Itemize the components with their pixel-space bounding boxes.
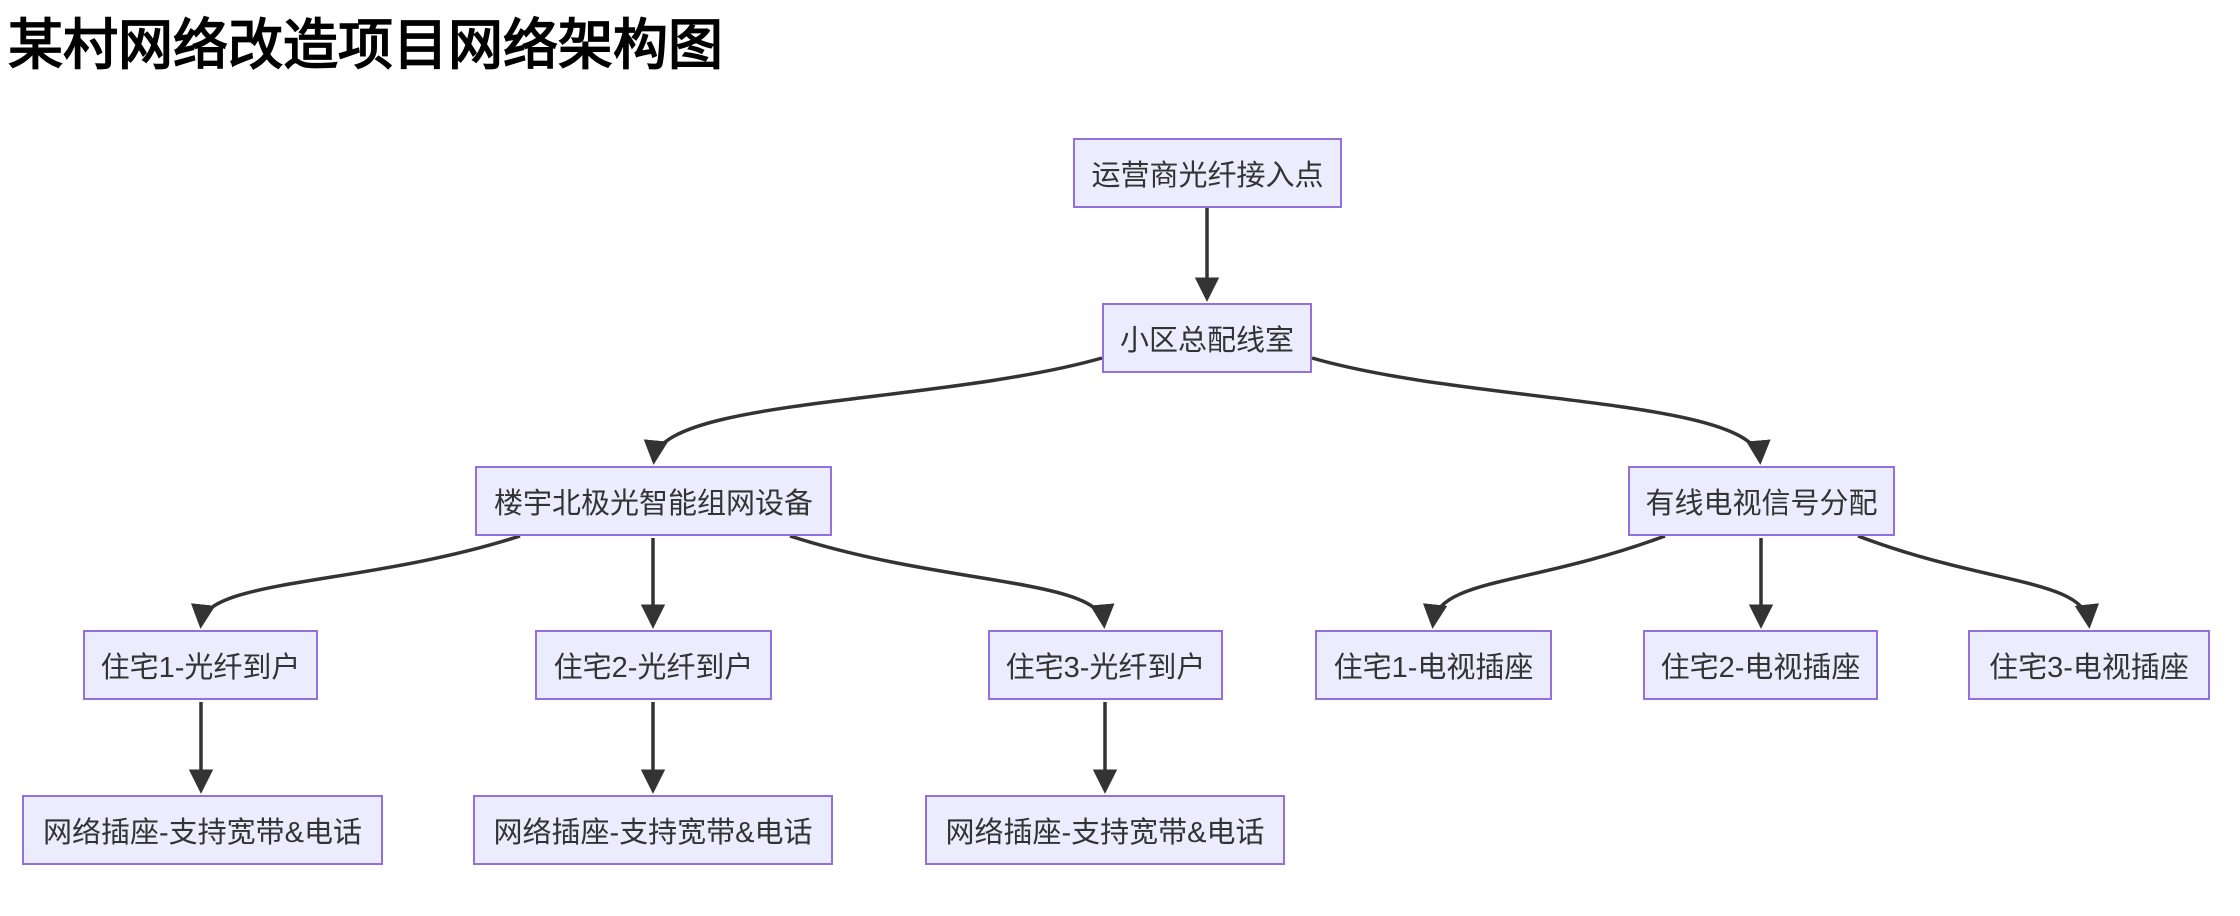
node-cable-tv-signal-distribution: 有线电视信号分配 — [1628, 466, 1895, 536]
edge-distribution-room-to-catv — [1311, 356, 1771, 465]
node-house2-ftth: 住宅2-光纤到户 — [535, 630, 772, 700]
diagram-title: 某村网络改造项目网络架构图 — [8, 14, 724, 76]
node-isp-fiber-access-point: 运营商光纤接入点 — [1073, 138, 1342, 208]
node-house1-tv-socket: 住宅1-电视插座 — [1315, 630, 1552, 700]
node-network-socket-house1: 网络插座-支持宽带&电话 — [22, 795, 383, 865]
node-network-socket-house2: 网络插座-支持宽带&电话 — [473, 795, 833, 865]
node-house1-ftth: 住宅1-光纤到户 — [83, 630, 318, 700]
edge-catv-to-house3-tv — [1857, 534, 2100, 629]
edge-building-device-to-house1-ftth — [191, 534, 521, 629]
node-community-main-distribution-room: 小区总配线室 — [1102, 303, 1312, 373]
edge-catv-to-house1-tv — [1422, 534, 1666, 629]
node-house2-tv-socket: 住宅2-电视插座 — [1643, 630, 1878, 700]
edge-building-device-to-house3-ftth — [789, 534, 1115, 629]
edge-distribution-room-to-building-device — [643, 356, 1103, 465]
node-building-aurora-networking-device: 楼宇北极光智能组网设备 — [475, 466, 832, 536]
node-house3-ftth: 住宅3-光纤到户 — [988, 630, 1223, 700]
node-house3-tv-socket: 住宅3-电视插座 — [1968, 630, 2210, 700]
node-network-socket-house3: 网络插座-支持宽带&电话 — [925, 795, 1285, 865]
